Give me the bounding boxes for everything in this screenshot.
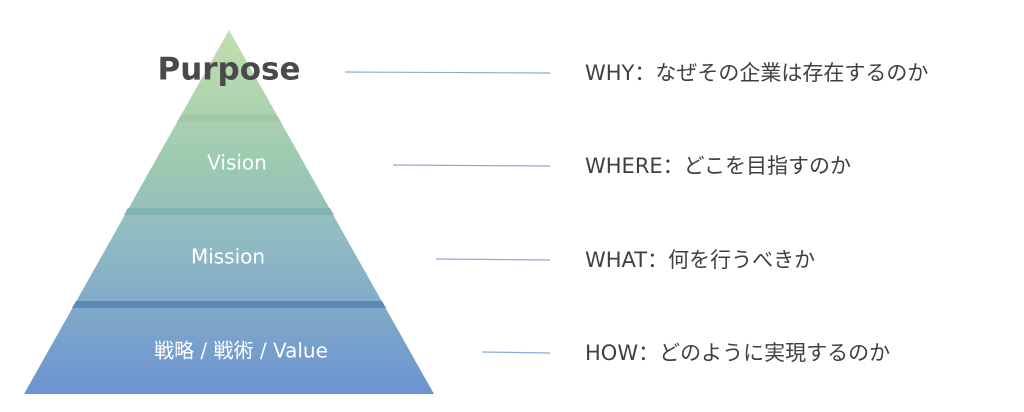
description-where: WHERE：どこを目指すのか (585, 154, 851, 178)
description-what: WHAT：何を行うべきか (585, 248, 815, 272)
description-why: WHY：なぜその企業は存在するのか (585, 61, 928, 85)
tier-label-vision: Vision (207, 151, 267, 175)
pyramid-separator-3 (72, 301, 386, 308)
connector-line-vision (392, 164, 551, 167)
tier-label-purpose: Purpose (157, 52, 300, 88)
connector-line-purpose (344, 71, 551, 74)
tier-label-mission: Mission (191, 245, 265, 269)
pyramid-separator-1 (177, 115, 281, 122)
tier-label-strategy: 戦略 / 戦術 / Value (154, 339, 328, 363)
connector-line-strategy (481, 351, 551, 354)
pyramid-separator-2 (124, 208, 334, 215)
description-how: HOW：どのように実現するのか (585, 341, 890, 365)
connector-line-mission (435, 258, 551, 261)
